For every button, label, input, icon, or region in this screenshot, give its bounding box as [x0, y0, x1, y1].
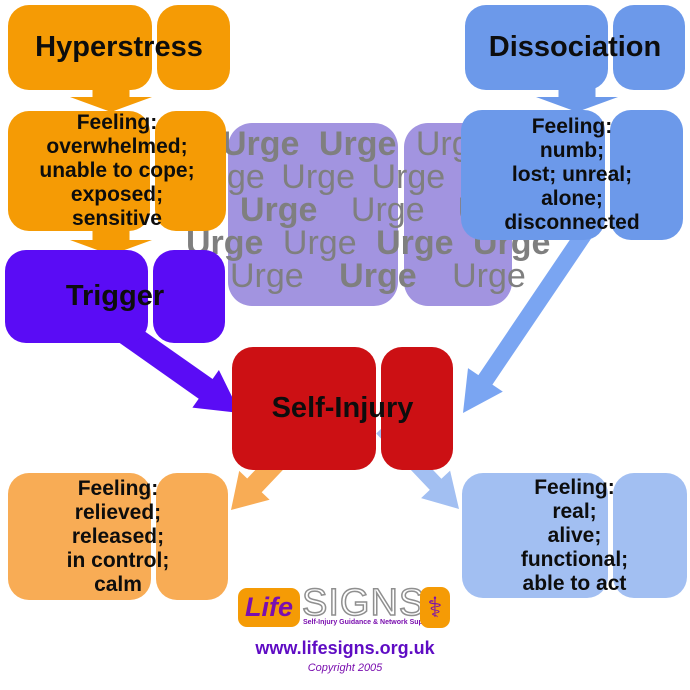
feeling-hyperstress-label: Feeling: overwhelmed; unable to cope; ex… — [39, 111, 195, 230]
logo-signs-text: SIGNS — [301, 581, 426, 625]
hyperstress-box-main — [8, 5, 153, 90]
logo-tagline: Self-Injury Guidance & Network Support — [303, 619, 437, 626]
hyperstress-label: Hyperstress — [35, 31, 203, 63]
copyright-text: Copyright 2005 — [307, 662, 383, 674]
hyperstress-box: Hyperstress — [8, 5, 230, 90]
feeling-dissociation-box-main — [461, 110, 606, 240]
feeling-relieved-label: Feeling: relieved; released; in control;… — [66, 476, 170, 596]
logo-life-text: Life — [244, 592, 293, 622]
feeling-hyperstress-box: Feeling: overwhelmed; unable to cope; ex… — [8, 111, 226, 231]
feeling-relieved-box: Feeling: relieved; released; in control;… — [8, 473, 228, 600]
dissociation-label: Dissociation — [488, 31, 662, 63]
trigger-box: Trigger — [5, 250, 225, 343]
feeling-dissociation-label: Feeling: numb; lost; unreal; alone; disc… — [504, 115, 640, 234]
feeling-hyperstress-box-side — [154, 111, 226, 231]
lifesigns-logo: Life SIGNS Self-Injury Guidance & Networ… — [236, 581, 454, 633]
website-link[interactable]: www.lifesigns.org.uk — [255, 638, 435, 658]
self-injury-label: Self-Injury — [271, 392, 414, 424]
urge-line: Urge Urge Urge — [222, 125, 490, 163]
feeling-real-box-side — [613, 473, 687, 598]
feeling-real-label: Feeling: real; alive; functional; able t… — [520, 475, 629, 595]
caduceus-badge: ⚕ — [420, 587, 450, 628]
feeling-real-box: Feeling: real; alive; functional; able t… — [462, 473, 687, 598]
logo-life-badge: Life — [238, 588, 300, 627]
feeling-real-box-main — [462, 473, 609, 598]
dissociation-box: Dissociation — [465, 5, 685, 90]
urge-line: Urge Urge Urge — [230, 257, 526, 295]
feeling-dissociation-box: Feeling: numb; lost; unreal; alone; disc… — [461, 110, 683, 240]
feeling-relieved-box-main — [8, 473, 151, 600]
caduceus-icon: ⚕ — [427, 591, 443, 623]
trigger-label: Trigger — [65, 280, 165, 312]
dissociation-box-side — [613, 5, 685, 90]
self-injury-box: Self-Injury — [232, 347, 453, 470]
feeling-relieved-box-side — [156, 473, 228, 600]
hyperstress-box-side — [157, 5, 230, 90]
feeling-dissociation-box-side — [610, 110, 683, 240]
dissociation-box-main — [465, 5, 608, 90]
urge-box-left — [228, 123, 398, 306]
feeling-hyperstress-box-main — [8, 111, 150, 231]
